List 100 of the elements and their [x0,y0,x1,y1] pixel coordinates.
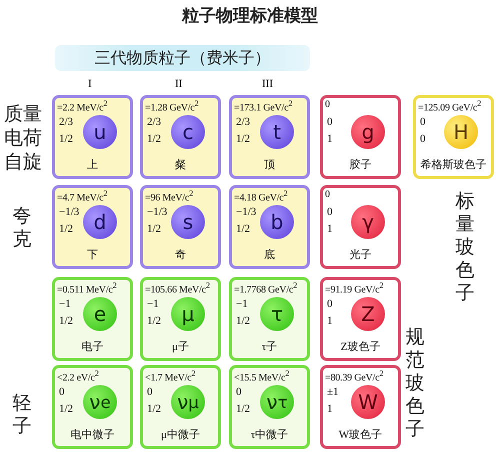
charge-value: 0 [327,206,332,218]
particle-card [229,95,310,179]
charge-value: −1/3 [59,206,80,218]
group-label: 夸克 [12,205,32,251]
mass-value: =80.39 GeV/c$^{2}$ [325,369,384,384]
particle-name: 顶 [263,158,276,172]
spin-value: 1/2 [59,315,74,327]
heading-band [55,45,310,71]
particle-name: 底 [263,248,276,262]
spin-value: 1/2 [59,223,74,235]
row-label: 自旋 [4,150,42,175]
particle-card [229,185,310,269]
particle-symbol: μ [171,297,205,331]
particle-card [320,277,401,361]
generation-label: III [262,78,273,90]
particle-name: 上 [86,158,99,172]
particle-card [140,277,221,361]
charge-value: 2/3 [147,116,162,128]
particle-symbol: t [260,115,294,149]
particle-symbol: W [351,385,385,419]
particle-card [320,95,401,179]
mass-value: 0 [325,99,330,110]
mass-value: <1.7 MeV/c$^{2}$ [145,369,196,384]
particle-symbol: τ [260,297,294,331]
particle-name: 奇 [174,248,187,262]
particle-symbol: e [83,297,117,331]
spin-value: 1/2 [236,223,250,235]
charge-value: 2/3 [236,116,250,128]
particle-name: μ中微子 [160,428,201,442]
mass-value: =125.09 GeV/c$^{2}$ [418,99,482,114]
particle-card [52,95,133,179]
particle-card [320,365,401,449]
row-label: 电荷 [4,126,42,151]
mass-value: =0.511 MeV/c$^{2}$ [57,281,117,296]
particle-card [140,365,221,449]
mass-value: =173.1 GeV/c$^{2}$ [234,99,292,114]
mass-value: 0 [325,189,330,200]
generation-label: II [175,78,182,90]
particle-symbol: b [260,205,294,239]
spin-value: 1/2 [147,315,162,327]
particle-name: 下 [86,248,99,262]
spin-value: 1/2 [59,133,74,145]
band-heading: 三代物质粒子（费米子） [94,48,270,68]
particle-name: τ中微子 [250,428,290,442]
particle-symbol: u [83,115,117,149]
spin-value: 1/2 [59,403,74,415]
charge-value: ±1 [327,386,339,398]
charge-value: −1 [59,298,71,310]
group-label: 规范玻色子 [405,326,425,441]
particle-symbol: γ [351,205,385,239]
charge-value: −1/3 [147,206,168,218]
mass-value: =2.2 MeV/c$^{2}$ [57,99,108,114]
spin-value: 1/2 [236,403,250,415]
mass-value: =1.28 GeV/c$^{2}$ [145,99,199,114]
spin-value: 1 [327,315,332,327]
particle-card [320,185,401,269]
mass-value: =1.7768 GeV/c$^{2}$ [234,281,298,296]
spin-value: 1/2 [236,133,250,145]
charge-value: 2/3 [59,116,74,128]
particle-name: μ子 [171,340,190,354]
particle-card [52,365,133,449]
particle-symbol: g [351,115,385,149]
spin-value: 1 [327,403,332,415]
particle-symbol: Z [351,297,385,331]
charge-value: −1/3 [236,206,256,218]
mass-value: <15.5 MeV/c$^{2}$ [234,369,290,384]
spin-value: 0 [420,133,426,145]
particle-name: W玻色子 [338,428,384,442]
mass-value: =105.66 MeV/c$^{2}$ [145,281,210,296]
row-label: 质量 [4,102,42,127]
particle-name: 电子 [80,340,104,354]
mass-value: =4.7 MeV/c$^{2}$ [57,189,108,204]
charge-value: −1 [147,298,159,310]
charge-value: 0 [236,386,242,398]
particle-card [140,185,221,269]
particle-card [140,95,221,179]
particle-card [413,95,494,179]
charge-value: 0 [147,386,152,398]
group-label: 轻子 [12,392,32,438]
spin-value: 1/2 [147,403,162,415]
charge-value: −1 [236,298,248,310]
mass-value: <2.2 eV/c$^{2}$ [57,369,99,384]
particle-name: 胶子 [348,158,372,172]
particle-card [52,185,133,269]
mass-value: =4.18 GeV/c$^{2}$ [234,189,288,204]
charge-value: 0 [59,386,64,398]
particle-name: 粲 [174,158,187,172]
particle-symbol: s [171,205,205,239]
group-label: 标量玻色子 [455,190,475,305]
particle-card [52,277,133,361]
particle-symbol: H [444,115,478,149]
particle-name: τ子 [260,340,278,354]
spin-value: 1/2 [236,315,250,327]
mass-value: =96 MeV/c$^{2}$ [145,189,194,204]
particle-name: 希格斯玻色子 [420,158,488,172]
spin-value: 1/2 [147,133,162,145]
generation-label: I [88,78,92,90]
title: 粒子物理标准模型 [180,5,319,27]
charge-value: 0 [327,298,332,310]
spin-value: 1/2 [147,223,162,235]
